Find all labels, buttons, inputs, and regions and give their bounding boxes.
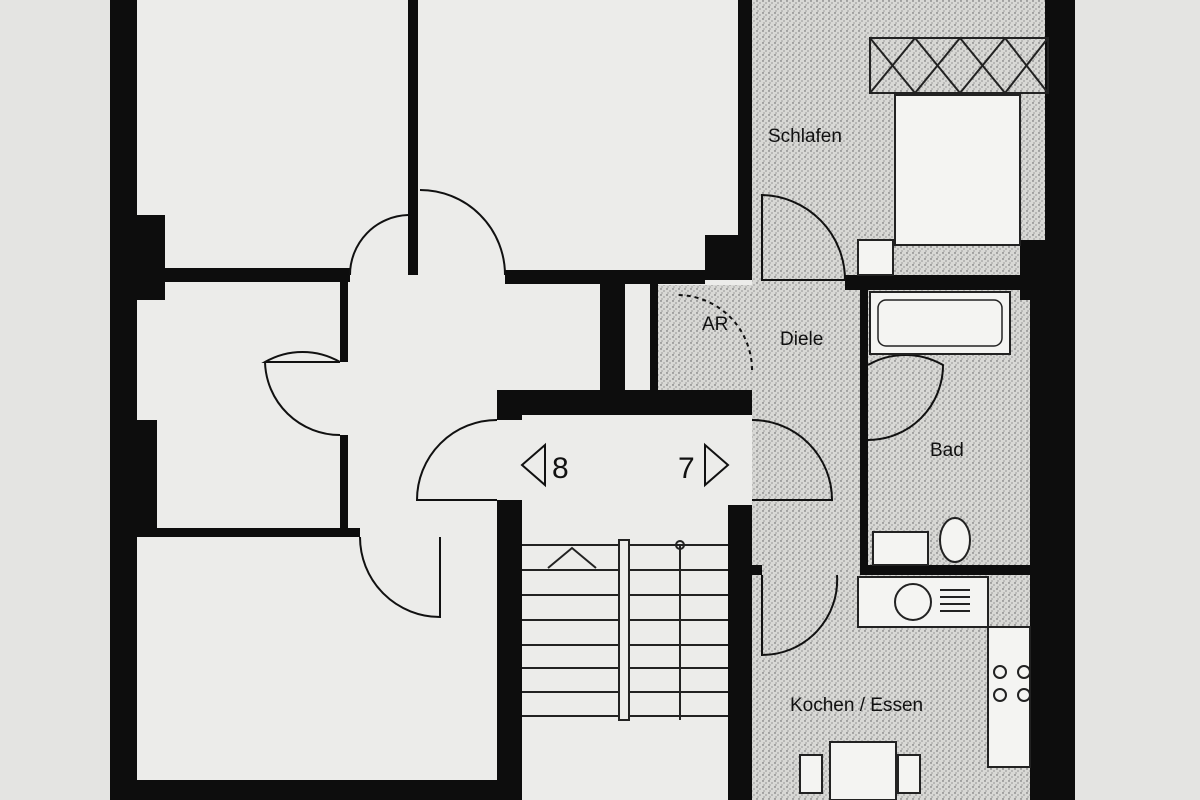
wardrobe — [869, 37, 1049, 94]
room-label-ar: AR — [702, 314, 728, 335]
apartment-7-arrow-icon — [704, 442, 730, 488]
washing-machine-icon — [894, 583, 932, 621]
dining-chair — [897, 754, 921, 794]
walls — [110, 0, 1075, 800]
dish-rack — [940, 589, 970, 612]
room-label-kochen-essen: Kochen / Essen — [790, 695, 923, 716]
door-swings — [261, 189, 945, 657]
apartment-number-7: 7 — [678, 452, 695, 485]
apartment-number-8: 8 — [552, 452, 569, 485]
dining-table — [829, 741, 897, 800]
stove-burners — [993, 665, 1031, 702]
staircase — [522, 539, 728, 721]
apartment-8-arrow-icon — [520, 442, 546, 488]
room-label-schlafen: Schlafen — [768, 126, 842, 147]
room-label-diele: Diele — [780, 329, 823, 350]
bathtub-inner — [877, 299, 1003, 347]
storage-shading — [655, 285, 752, 390]
kitchen-counter — [857, 576, 989, 628]
room-label-bad: Bad — [930, 440, 964, 461]
toilet — [939, 517, 971, 563]
nightstand — [857, 239, 894, 276]
bathtub — [869, 291, 1011, 355]
bed — [894, 94, 1021, 246]
sink — [872, 531, 929, 566]
dining-chair — [799, 754, 823, 794]
